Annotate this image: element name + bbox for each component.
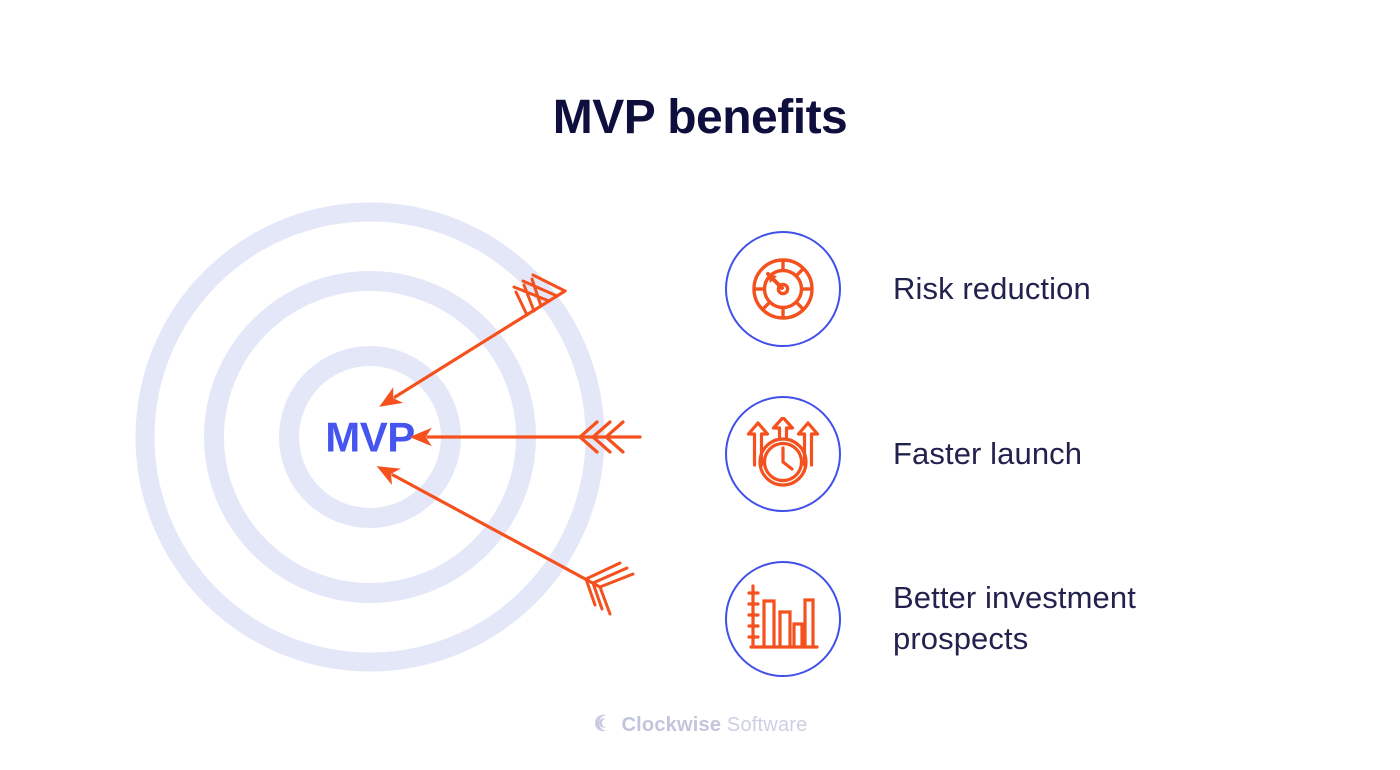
footer-brand-name: Clockwise: [621, 714, 722, 736]
arrow-middle: [409, 420, 642, 454]
clock-arrows-icon: [745, 417, 821, 491]
page-title: MVP benefits: [552, 91, 848, 144]
benefit-label-faster-launch: Faster launch: [893, 435, 1083, 471]
clock-arrows-icon-badge: [725, 396, 841, 512]
clockwise-crescent-icon: [593, 713, 613, 738]
benefit-label-risk-reduction: Risk reduction: [893, 270, 1091, 306]
gauge-icon-badge: [725, 231, 841, 347]
footer-brand-suffix: Software: [726, 714, 808, 736]
benefit-item-risk-reduction: Risk reduction: [725, 220, 1345, 358]
arrow-bottom: [376, 466, 635, 616]
benefit-label-investment-prospects: Better investment prospects: [893, 580, 1136, 656]
footer-brand-text: Clockwise Software: [622, 714, 808, 737]
benefits-list: Risk reduction: [725, 220, 1345, 688]
benefit-item-investment-prospects: Better investment prospects: [725, 550, 1345, 688]
bar-chart-icon-badge: [725, 561, 841, 677]
benefit-item-faster-launch: Faster launch: [725, 385, 1345, 523]
footer-branding: Clockwise Software: [0, 713, 1400, 738]
bar-chart-icon: [747, 584, 819, 654]
gauge-icon: [746, 252, 820, 326]
target-diagram: MVP: [110, 175, 670, 675]
target-center-label: MVP: [325, 414, 415, 461]
arrow-top: [379, 273, 567, 407]
